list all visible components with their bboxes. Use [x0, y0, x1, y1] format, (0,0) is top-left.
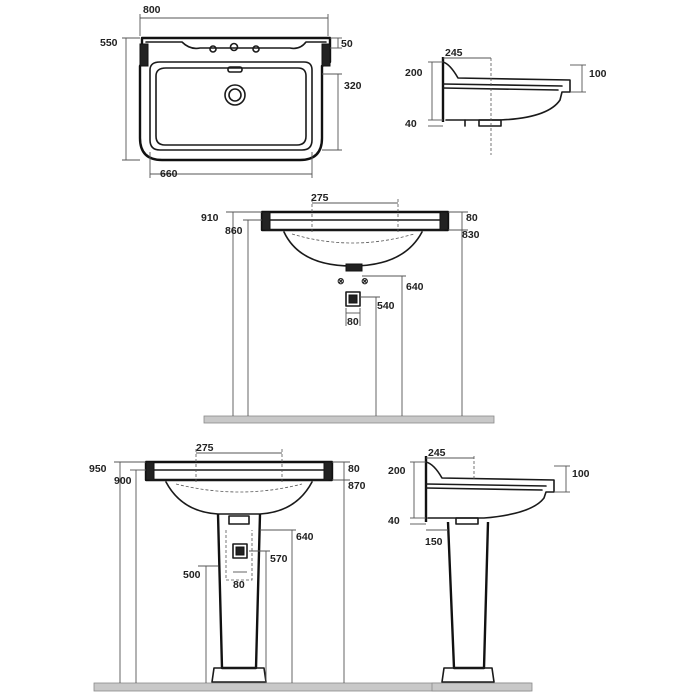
label-side-height: 200: [405, 67, 423, 79]
label-wall-waste-outlet: 640: [406, 281, 424, 293]
top-view-left-bracket: [139, 43, 149, 67]
label-pedside-projection: 245: [428, 447, 446, 459]
top-view-tap-hole-right: [252, 45, 260, 53]
pedestal-front-top: [144, 460, 334, 482]
top-view-outline: [138, 36, 332, 162]
label-pedestal-bowl-top: 900: [114, 475, 132, 487]
label-wall-rim: 80: [466, 212, 478, 224]
label-pedside-height: 200: [388, 465, 406, 477]
pedestal-side-foot: [441, 667, 495, 683]
top-view: 800 550 50 320 660: [100, 4, 362, 180]
label-wall-trap-height: 540: [377, 300, 395, 312]
label-pedestal-rim: 80: [348, 463, 360, 475]
label-top-depth: 550: [100, 37, 118, 49]
label-pedestal-overall-height: 950: [89, 463, 107, 475]
label-pedestal-trap-height: 570: [270, 553, 288, 565]
label-pedestal-front-height: 870: [348, 480, 366, 492]
side-view-waste: [478, 119, 502, 127]
pedestal-front-foot: [211, 667, 267, 683]
label-pedestal-tap-spacing: 275: [196, 442, 214, 454]
label-wall-bowl-top: 860: [225, 225, 243, 237]
pedestal-side-column: [446, 521, 490, 670]
label-wall-tap-spacing: 275: [311, 192, 329, 204]
label-top-rim: 50: [341, 38, 353, 50]
pedestal-front-view: 275 950 900 80 870 640 570 500 80: [89, 442, 531, 692]
side-view-profile: [442, 61, 571, 121]
top-view-bowl: [149, 61, 313, 151]
label-pedside-offset: 150: [425, 536, 443, 548]
side-view-rim-line: [442, 83, 563, 87]
pedestal-side-view: 245 200 100 40 150: [388, 447, 590, 692]
top-view-drain-outer: [224, 84, 246, 106]
wall-view-floor: [203, 415, 495, 424]
label-top-bowl-width: 660: [160, 168, 178, 180]
label-pedside-base: 40: [388, 515, 400, 527]
pedestal-front-waste: [228, 515, 250, 525]
label-wall-front-height: 830: [462, 229, 480, 241]
top-view-back-ledge: [145, 41, 327, 50]
label-top-bowl-depth: 320: [344, 80, 362, 92]
pedestal-side-waste: [455, 517, 479, 525]
wall-view-top: [260, 210, 450, 232]
label-wall-trap-width: 80: [347, 316, 359, 328]
top-view-bowl-inner: [155, 67, 307, 146]
top-view-drain-inner: [228, 88, 242, 102]
side-view: 245 200 100 40: [405, 47, 607, 155]
label-side-front-rim: 100: [589, 68, 607, 80]
pedestal-front-bowl: [165, 481, 313, 515]
label-wall-overall-height: 910: [201, 212, 219, 224]
label-pedestal-waste-outlet: 640: [296, 531, 314, 543]
svg-text:⊗: ⊗: [361, 276, 369, 286]
wall-view-waste: [345, 263, 363, 272]
pedestal-side-profile: [425, 461, 555, 519]
top-view-tap-hole-left: [209, 45, 217, 53]
label-pedestal-trap-width: 80: [233, 579, 245, 591]
top-view-tap-hole-center: [229, 42, 239, 52]
pedestal-side-floor: [431, 682, 533, 692]
label-pedside-front-rim: 100: [572, 468, 590, 480]
wall-view: ⊗ ⊗ 275 910 860 80 830 640 540 80: [201, 192, 495, 424]
wall-view-trap: [345, 291, 361, 307]
pedestal-front-column: [216, 513, 262, 670]
svg-text:⊗: ⊗: [337, 276, 345, 286]
top-view-overflow-slot: [227, 66, 243, 73]
label-top-width: 800: [143, 4, 161, 16]
label-side-base: 40: [405, 118, 417, 130]
label-side-projection: 245: [445, 47, 463, 59]
label-pedestal-height: 500: [183, 569, 201, 581]
top-view-right-bracket: [321, 43, 331, 67]
pedestal-front-trap: [232, 543, 248, 559]
